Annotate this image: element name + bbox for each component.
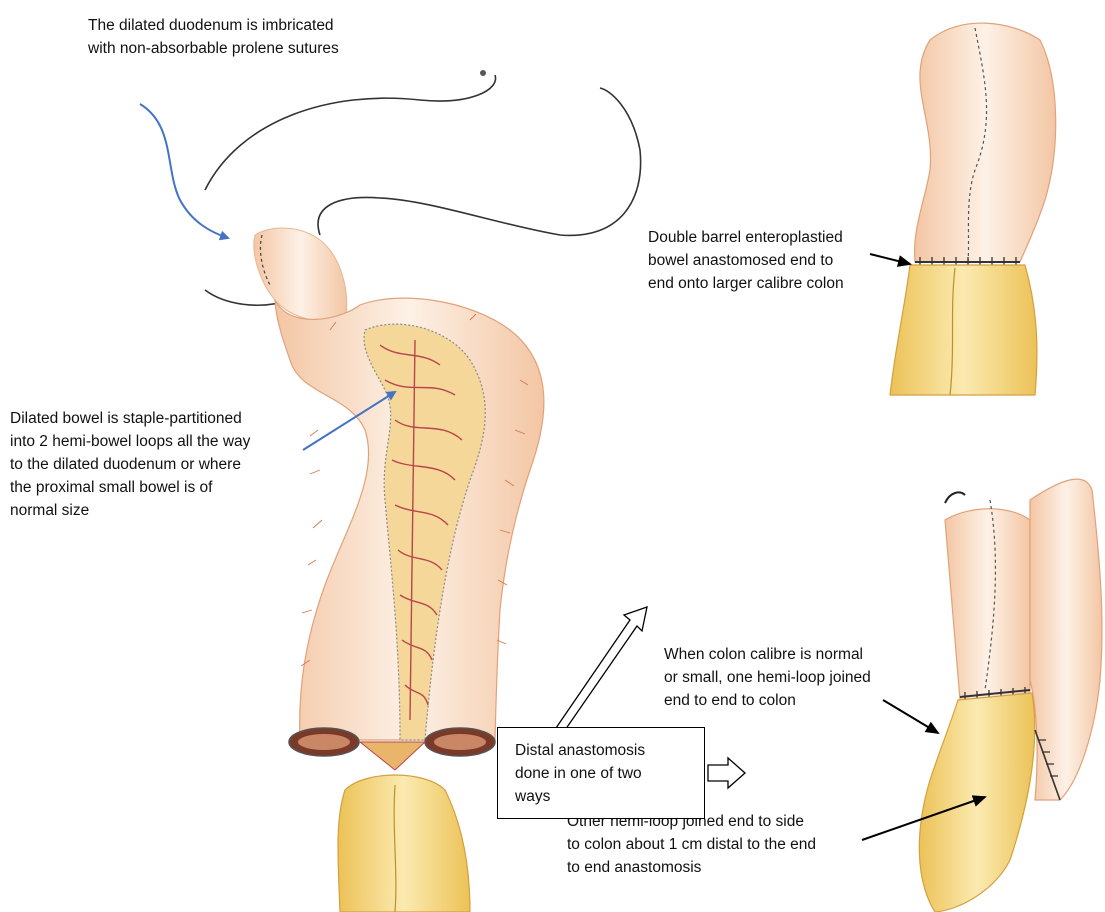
label-normal-colon: When colon calibre is normal or small, o…: [664, 643, 914, 712]
double-barrel-bowel: [915, 23, 1056, 262]
duodenum-outline: [318, 88, 641, 235]
arrow-duodenum: [140, 104, 228, 238]
split-anastomosis-illustration: [919, 479, 1102, 912]
vessel-dot: [480, 70, 486, 76]
colon-bottom: [919, 693, 1034, 912]
label-dilated-duodenum: The dilated duodenum is imbricated with …: [88, 14, 408, 60]
lumen-inner-left: [298, 734, 350, 750]
hook-mark: [945, 492, 965, 503]
label-end-to-side: Other hemi-loop joined end to side to co…: [567, 810, 867, 879]
dilated-duodenum: [254, 228, 347, 322]
large-calibre-colon: [890, 265, 1037, 395]
hemi-loop-right: [1030, 479, 1102, 800]
lumen-inner-right: [434, 734, 486, 750]
hemi-loop-left: [945, 509, 1030, 700]
hollow-arrow-right: [708, 758, 745, 788]
stomach-outline: [205, 75, 496, 190]
label-staple-partition: Dilated bowel is staple-partitioned into…: [10, 407, 310, 522]
double-barrel-illustration: [890, 23, 1056, 395]
distal-anastomosis-box: Distal anastomosis done in one of two wa…: [497, 727, 705, 819]
hollow-arrow-up: [556, 607, 647, 733]
distal-anastomosis-text: Distal anastomosis done in one of two wa…: [515, 739, 695, 808]
label-double-barrel: Double barrel enteroplastied bowel anast…: [648, 226, 888, 295]
mesentery-fan: [360, 742, 425, 770]
colon-segment: [338, 775, 470, 912]
